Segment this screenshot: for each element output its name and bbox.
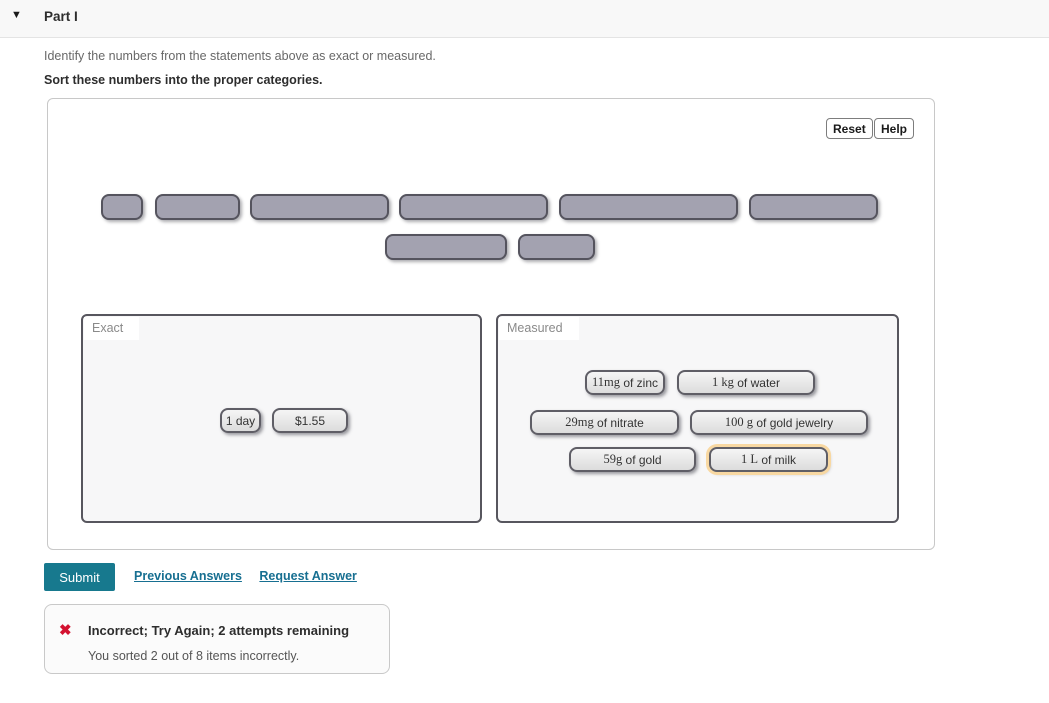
drag-item-1-day[interactable]: 1 day bbox=[220, 408, 261, 433]
drag-item-100-g-of-gold-jewelry[interactable]: 100 g of gold jewelry bbox=[690, 410, 868, 435]
incorrect-x-icon: ✖ bbox=[59, 622, 72, 639]
part-header[interactable]: ▼ Part I bbox=[0, 0, 1049, 38]
sorting-panel: Reset Help Exact 1 day $1.55 Measured 11m… bbox=[47, 98, 935, 550]
instruction-bold-text: Sort these numbers into the proper categ… bbox=[44, 73, 323, 87]
drag-item-11mg-of-zinc[interactable]: 11mg of zinc bbox=[585, 370, 665, 395]
instruction-text: Identify the numbers from the statements… bbox=[44, 49, 436, 63]
collapse-triangle-icon[interactable]: ▼ bbox=[11, 9, 22, 21]
empty-item-slot[interactable] bbox=[250, 194, 389, 220]
measured-bin-label: Measured bbox=[499, 317, 579, 340]
empty-item-slot[interactable] bbox=[155, 194, 240, 220]
feedback-box: ✖ Incorrect; Try Again; 2 attempts remai… bbox=[44, 604, 390, 674]
submit-button[interactable]: Submit bbox=[44, 563, 115, 591]
reset-button[interactable]: Reset bbox=[826, 118, 873, 139]
part-title: Part I bbox=[44, 9, 78, 24]
help-button[interactable]: Help bbox=[874, 118, 915, 139]
feedback-title: Incorrect; Try Again; 2 attempts remaini… bbox=[88, 623, 350, 638]
empty-item-slot[interactable] bbox=[399, 194, 548, 220]
drag-item-29mg-of-nitrate[interactable]: 29mg of nitrate bbox=[530, 410, 679, 435]
drag-item-1-kg-of-water[interactable]: 1 kg of water bbox=[677, 370, 815, 395]
empty-item-slot[interactable] bbox=[385, 234, 507, 260]
empty-item-slot[interactable] bbox=[518, 234, 595, 260]
exact-category-bin[interactable]: Exact 1 day $1.55 bbox=[81, 314, 482, 523]
drag-item-59g-of-gold[interactable]: 59g of gold bbox=[569, 447, 696, 472]
empty-item-slot[interactable] bbox=[101, 194, 143, 220]
empty-item-slot[interactable] bbox=[749, 194, 878, 220]
answer-links: Previous Answers Request Answer bbox=[134, 569, 371, 583]
drag-item-1-l-of-milk[interactable]: 1 L of milk bbox=[709, 447, 828, 472]
previous-answers-link[interactable]: Previous Answers bbox=[134, 569, 242, 583]
measured-category-bin[interactable]: Measured 11mg of zinc 1 kg of water 29mg o… bbox=[496, 314, 899, 523]
request-answer-link[interactable]: Request Answer bbox=[259, 569, 357, 583]
empty-item-slot[interactable] bbox=[559, 194, 738, 220]
exact-bin-label: Exact bbox=[84, 317, 140, 340]
drag-item-1-55[interactable]: $1.55 bbox=[272, 408, 348, 433]
feedback-detail: You sorted 2 out of 8 items incorrectly. bbox=[88, 649, 300, 663]
